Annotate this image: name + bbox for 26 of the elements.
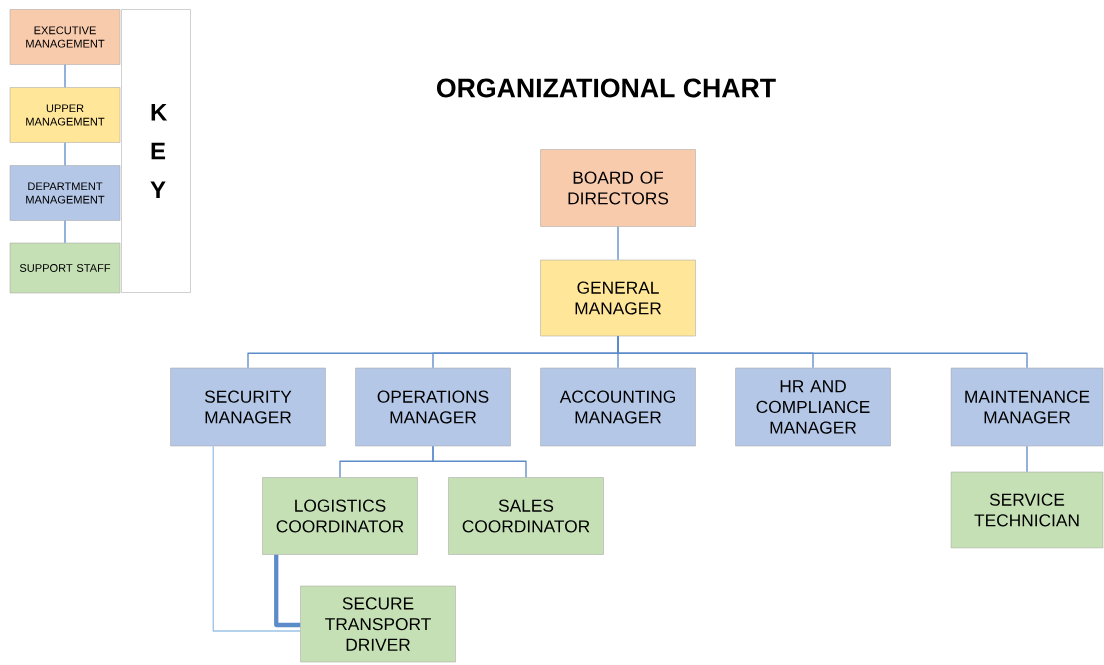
connector-line: [432, 445, 527, 478]
connector-line: [64, 142, 66, 166]
org-box: SERVICE TECHNICIAN: [950, 471, 1104, 549]
key-box: UPPER MANAGEMENT: [9, 87, 121, 143]
connector-line: [617, 335, 1028, 369]
org-box: OPERATIONS MANAGER: [355, 367, 511, 447]
org-box: SALES COORDINATOR: [448, 477, 604, 555]
org-box: MAINTENANCE MANAGER: [950, 367, 1104, 447]
org-box: SECURE TRANSPORT DRIVER: [300, 585, 456, 663]
key-box: EXECUTIVE MANAGEMENT: [9, 9, 121, 65]
org-box: SECURITY MANAGER: [170, 367, 326, 447]
title: ORGANIZATIONAL CHART: [437, 78, 776, 98]
org-box: LOGISTICS COORDINATOR: [262, 477, 418, 555]
connector-line: [274, 554, 301, 628]
org-box: BOARD OF DIRECTORS: [540, 149, 696, 227]
key-panel: K E Y: [121, 9, 191, 293]
key-box: SUPPORT STAFF: [9, 242, 121, 294]
key-box: DEPARTMENT MANAGEMENT: [9, 165, 121, 221]
org-box: HR AND COMPLIANCE MANAGER: [735, 367, 891, 447]
org-box: GENERAL MANAGER: [540, 259, 696, 337]
connector-line: [1026, 445, 1028, 473]
connector-line: [617, 226, 619, 261]
org-box: ACCOUNTING MANAGER: [540, 367, 696, 447]
connector-line: [64, 64, 66, 88]
connector-line: [212, 445, 301, 632]
connector-line: [64, 220, 66, 244]
